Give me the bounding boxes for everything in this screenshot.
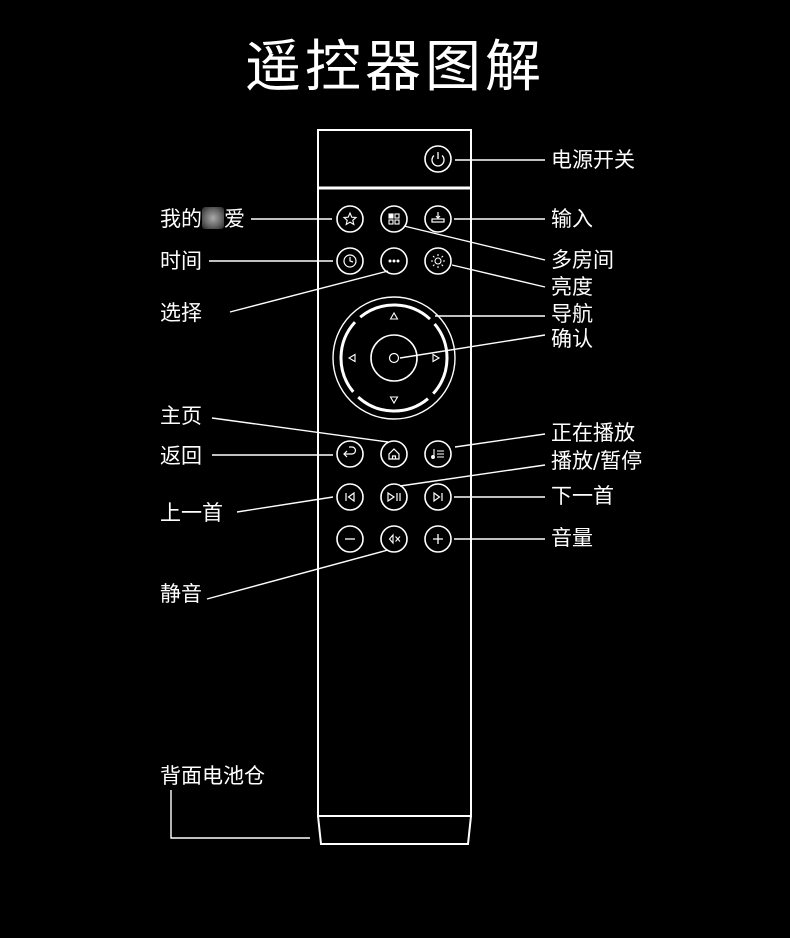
remote-body: [317, 129, 472, 845]
ok-icon: [388, 352, 400, 364]
up-arrow-icon: [389, 311, 399, 320]
favorite-button[interactable]: [336, 205, 364, 233]
multiroom-button[interactable]: [380, 205, 408, 233]
label-input: 输入: [551, 207, 593, 231]
label-favorite: 我的爱: [160, 207, 245, 231]
label-select: 选择: [160, 301, 202, 325]
back-button[interactable]: [336, 440, 364, 468]
volume-up-button[interactable]: [424, 525, 452, 553]
leader-lines: [170, 159, 546, 839]
previous-button[interactable]: [336, 483, 364, 511]
label-confirm: 确认: [551, 327, 593, 351]
left-arrow-icon: [347, 353, 356, 363]
label-volume: 音量: [551, 526, 593, 550]
label-previous: 上一首: [160, 501, 223, 525]
page-title: 遥控器图解: [245, 35, 545, 100]
down-arrow-icon: [389, 396, 399, 405]
next-button[interactable]: [424, 483, 452, 511]
right-arrow-icon: [432, 353, 441, 363]
label-brightness: 亮度: [551, 275, 593, 299]
select-button[interactable]: [380, 247, 408, 275]
brightness-button[interactable]: [424, 247, 452, 275]
more-icon: [388, 259, 400, 263]
plus-icon: [433, 534, 443, 544]
label-multiroom: 多房间: [551, 248, 614, 272]
mute-button[interactable]: [380, 525, 408, 553]
label-play-pause: 播放/暂停: [551, 449, 643, 473]
mute-icon: [388, 533, 401, 545]
power-button[interactable]: [424, 145, 452, 173]
input-icon: [431, 212, 445, 223]
now-playing-icon: [431, 449, 444, 459]
time-button[interactable]: [336, 247, 364, 275]
clock-icon: [343, 254, 357, 268]
label-navigation: 导航: [551, 302, 593, 326]
label-favorite-left: 我的: [160, 207, 202, 231]
label-home: 主页: [160, 404, 202, 428]
ok-button[interactable]: [370, 334, 418, 382]
label-back: 返回: [160, 444, 202, 468]
label-time: 时间: [160, 249, 202, 273]
previous-icon: [345, 491, 355, 503]
home-button[interactable]: [380, 440, 408, 468]
back-icon: [343, 446, 357, 458]
play-pause-button[interactable]: [380, 483, 408, 511]
now-playing-button[interactable]: [424, 440, 452, 468]
brightness-icon: [431, 254, 445, 268]
play-pause-icon: [387, 491, 401, 503]
label-battery: 背面电池仓: [160, 764, 265, 788]
blurred-text: [202, 207, 224, 229]
volume-down-button[interactable]: [336, 525, 364, 553]
label-power: 电源开关: [551, 148, 635, 172]
label-now-playing: 正在播放: [551, 421, 635, 445]
home-icon: [388, 448, 400, 460]
input-button[interactable]: [424, 205, 452, 233]
next-icon: [433, 491, 443, 503]
label-mute: 静音: [160, 582, 202, 606]
power-icon: [431, 152, 445, 167]
star-icon: [342, 211, 358, 226]
multiroom-icon: [388, 213, 400, 225]
navigation-pad[interactable]: [319, 283, 468, 432]
label-next: 下一首: [551, 484, 614, 508]
label-favorite-right: 爱: [224, 207, 245, 231]
